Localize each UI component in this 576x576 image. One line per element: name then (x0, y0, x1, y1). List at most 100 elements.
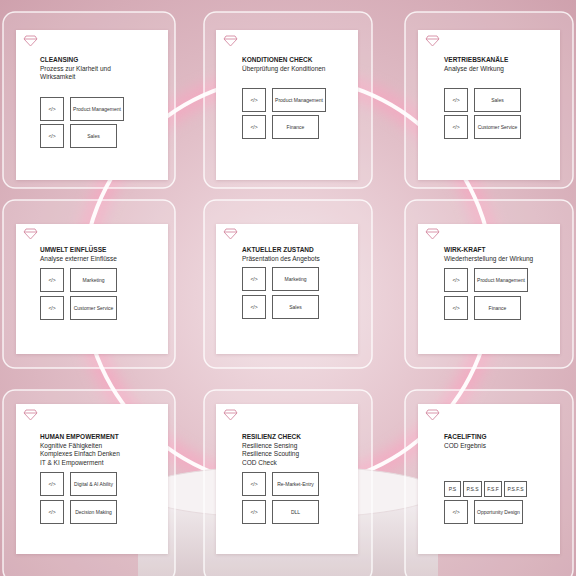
box-label: </> (250, 276, 257, 282)
box-label: </> (48, 509, 55, 515)
card-subtitle: Prozess zur Klarheit und Wirksamkeit (40, 65, 122, 82)
tag-box: </> (242, 88, 266, 112)
tag-box: Product Management (272, 88, 326, 112)
diamond-icons (24, 36, 439, 420)
card-subtitle: Präsentation des Angebots (242, 255, 352, 264)
glass-frame (204, 390, 372, 576)
glass-frame (3, 390, 175, 576)
tag-box: Sales (70, 124, 117, 148)
box-label: </> (452, 305, 459, 311)
tag-box: Digital & AI Ability (70, 472, 117, 496)
glass-frame (405, 12, 573, 188)
tag-box: </> (444, 115, 468, 139)
tag-box: Product Management (70, 97, 124, 121)
tag-box: Finance (272, 115, 319, 139)
card-subtitle: Komplexes Einfach Denken (40, 450, 150, 459)
tag-box: Sales (474, 88, 521, 112)
box-label: </> (250, 304, 257, 310)
box-label: P.S.S (466, 486, 478, 492)
box-label: Marketing (285, 276, 307, 282)
box-label: F.S.F (487, 486, 499, 492)
tag-box: F.S.F (484, 481, 502, 497)
box-label: </> (250, 97, 257, 103)
box-label: Customer Service (74, 305, 114, 311)
tag-box: </> (40, 268, 64, 292)
tag-box: </> (242, 267, 266, 291)
diamond-icon (426, 36, 439, 46)
glass-frame (204, 200, 372, 368)
card-subtitle: Überprüfung der Konditionen (242, 65, 352, 74)
box-label: Digital & AI Ability (74, 481, 113, 487)
glass-frame (3, 200, 175, 368)
card-title: WIRK-KRAFT (444, 246, 554, 255)
card-title: VERTRIEBSKANÄLE (444, 56, 554, 65)
box-label: DLL (291, 509, 300, 515)
box-label: Decision Making (75, 509, 112, 515)
box-label: P.S.F.S (507, 486, 523, 492)
box-label: Opportunity Design (477, 509, 520, 515)
glass-frame (204, 12, 372, 188)
tag-box: DLL (272, 500, 319, 524)
card-subtitle: IT & KI Empowerment (40, 459, 150, 468)
tag-box: </> (40, 124, 64, 148)
card-subtitle: Kognitive Fähigkeiten (40, 442, 150, 451)
diamond-icon (224, 229, 237, 239)
card-subtitle: Analyse der Wirkung (444, 65, 554, 74)
box-label: </> (250, 509, 257, 515)
process-card: VERTRIEBSKANÄLEAnalyse der Wirkung </> Sal… (418, 30, 560, 180)
box-label: Customer Service (478, 124, 518, 130)
card-subtitle: Resilience Sensing (242, 442, 352, 451)
process-card: CLEANSINGProzess zur Klarheit und Wirksa… (16, 30, 168, 180)
box-label: </> (452, 124, 459, 130)
glass-frame (405, 390, 573, 576)
tag-box: </> (444, 500, 468, 524)
tag-box: Finance (474, 296, 521, 320)
tag-box: </> (40, 296, 64, 320)
diamond-icon (426, 229, 439, 239)
card-title: KONDITIONEN CHECK (242, 56, 352, 65)
box-label: Sales (491, 97, 504, 103)
box-label: Product Management (275, 97, 323, 103)
box-label: </> (48, 305, 55, 311)
tag-box: Decision Making (70, 500, 117, 524)
box-label: </> (250, 124, 257, 130)
diamond-icon (224, 36, 237, 46)
box-label: Marketing (83, 277, 105, 283)
box-label: P.S (449, 486, 456, 492)
card-text-group: UMWELT EINFLÜSSEAnalyse externer Einflüs… (40, 246, 150, 263)
box-label: </> (48, 133, 55, 139)
box-label: Product Management (477, 277, 525, 283)
tag-box: P.S.F.S (504, 481, 527, 497)
tag-box: Customer Service (70, 296, 117, 320)
card-text-group: CLEANSINGProzess zur Klarheit und Wirksa… (40, 56, 122, 82)
glass-frame (3, 12, 175, 188)
process-card: KONDITIONEN CHECKÜberprüfung der Konditi… (216, 30, 358, 180)
tag-box: Marketing (272, 267, 319, 291)
tag-box: </> (40, 500, 64, 524)
card-text-group: RESILIENZ CHECKResilience SensingResilie… (242, 433, 352, 467)
box-label: </> (48, 106, 55, 112)
tag-box: </> (40, 97, 64, 121)
card-title: RESILIENZ CHECK (242, 433, 352, 442)
card-text-group: HUMAN EMPOWERMENTKognitive FähigkeitenKo… (40, 433, 150, 467)
box-label: Finance (489, 305, 507, 311)
diamond-icon (24, 36, 37, 46)
box-label: Product Management (73, 106, 121, 112)
card-title: AKTUELLER ZUSTAND (242, 246, 352, 255)
card-subtitle: COD Check (242, 459, 352, 468)
card-subtitle: Resilience Scouting (242, 450, 352, 459)
box-label: </> (452, 97, 459, 103)
box-label: Sales (87, 133, 100, 139)
tag-box: </> (444, 296, 468, 320)
card-text-group: FACELIFTINGCOD Ergebnis (444, 433, 554, 450)
diamond-icon (426, 410, 439, 420)
glass-frames (3, 12, 573, 576)
card-text-group: WIRK-KRAFTWiederherstellung der Wirkung (444, 246, 554, 263)
box-label: </> (48, 481, 55, 487)
tag-box: </> (242, 472, 266, 496)
card-title: FACELIFTING (444, 433, 554, 442)
tag-box: </> (242, 115, 266, 139)
box-label: </> (250, 481, 257, 487)
tag-box: </> (444, 268, 468, 292)
